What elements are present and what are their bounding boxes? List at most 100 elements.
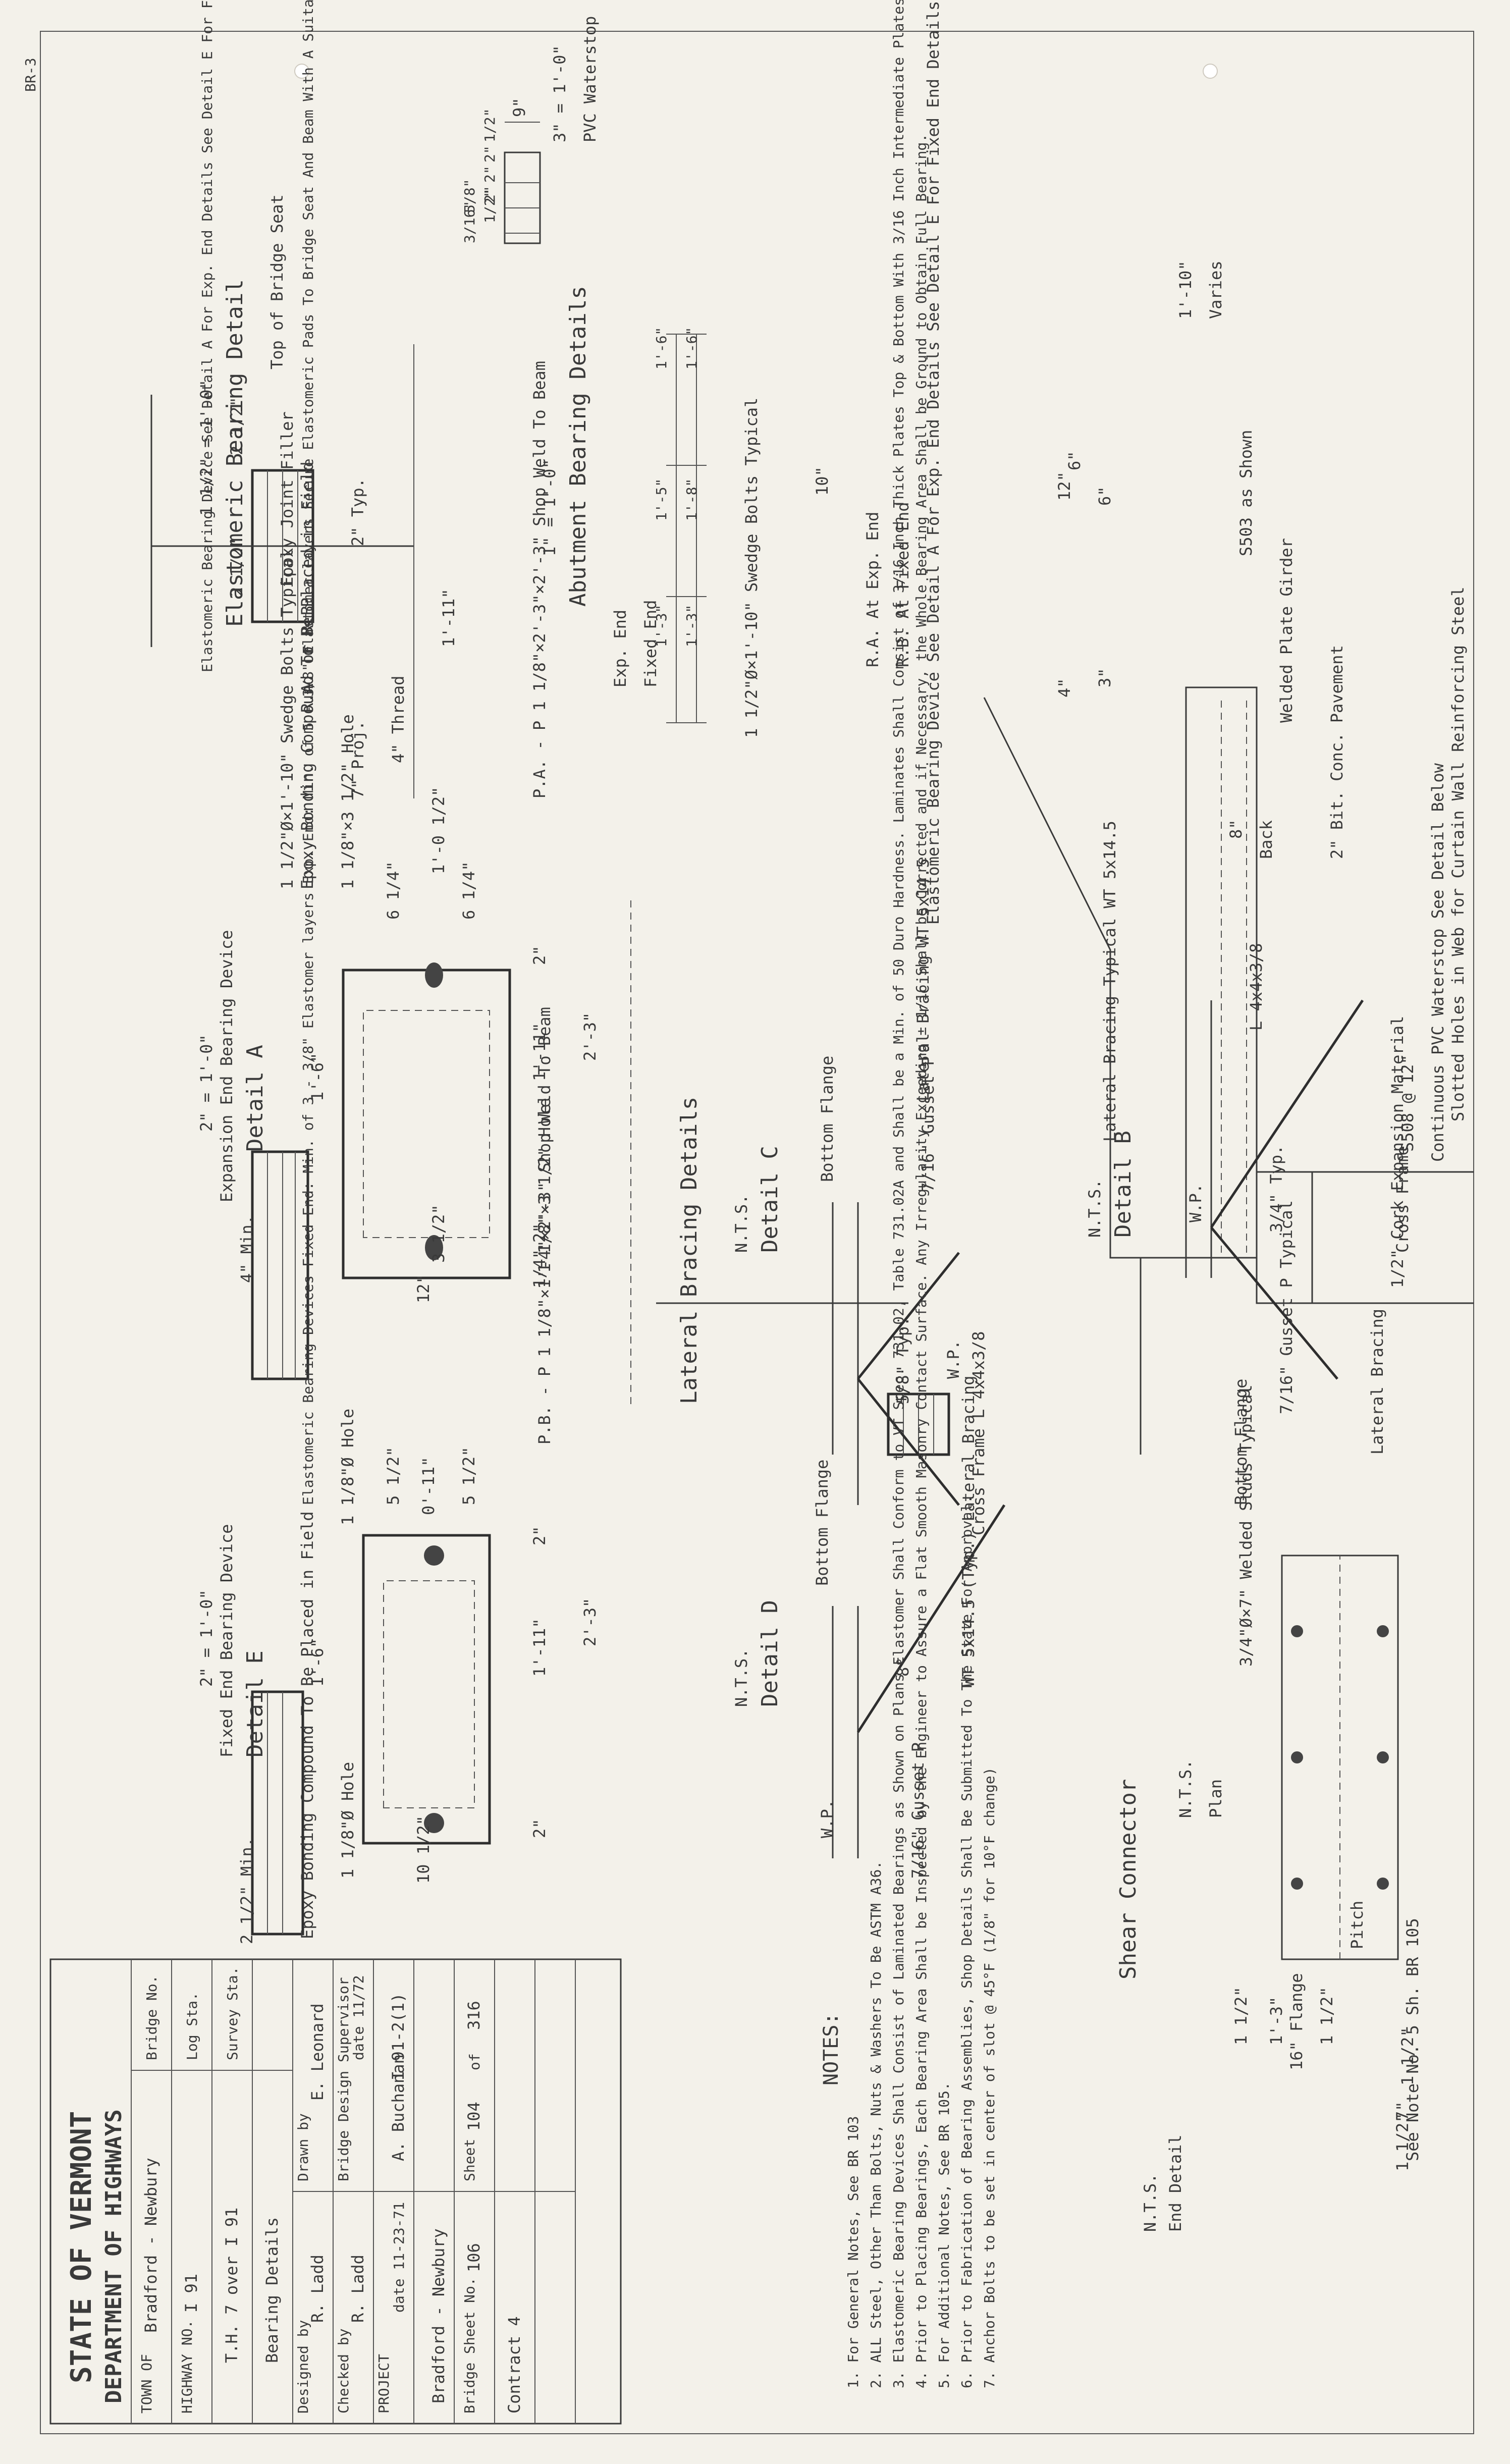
- waterstop-profile: [504, 151, 541, 244]
- tb-project-no: I 91-2(1): [389, 1993, 408, 2080]
- bolt-hole: [424, 1545, 444, 1566]
- abutment-title: Abutment Bearing Details: [565, 286, 591, 607]
- note-4: 4. Prior to Placing Bearings, Each Beari…: [913, 134, 930, 2388]
- detail-a-edge-bot: 2": [530, 1223, 549, 1243]
- waterstop-part-4: 2": [481, 186, 498, 203]
- top-of-seat: Top of Bridge Seat: [267, 194, 287, 369]
- detail-e-length: 2'-3": [580, 1598, 600, 1646]
- abutment-dim-3: 1'-3": [683, 605, 700, 647]
- tb-supervisor-label: Bridge Design Supervisor: [335, 1977, 352, 2181]
- c-bottom: Bottom Flange: [818, 1056, 837, 1182]
- tb-dept: DEPARTMENT OF HIGHWAYS: [101, 2109, 127, 2403]
- corner-mark: BR-3: [22, 58, 39, 92]
- label-s503: S503 as Shown: [1236, 430, 1256, 556]
- bracing-member: [1210, 1226, 1338, 1380]
- waterstop-dim-a: 3/16": [461, 201, 478, 243]
- girder-section: [630, 686, 1474, 1505]
- label-dim-3: 3": [1095, 668, 1114, 687]
- detail-a-length: 2'-3": [580, 1012, 600, 1061]
- detail-a-half-l: 6 1/4": [384, 861, 403, 920]
- punch-hole: [1203, 64, 1218, 79]
- detail-a-plate: [342, 969, 511, 1279]
- tb-highway-label: HIGHWAY NO.: [179, 2320, 195, 2414]
- lat-typ-dim: 3/4" Typ.: [1267, 1145, 1286, 1233]
- curtain-wall: [1256, 1171, 1313, 1304]
- stud: [1291, 1751, 1303, 1763]
- detail-e-min: 2 1/2" Min.: [237, 1837, 256, 1944]
- bearing-elevation: [150, 344, 414, 798]
- lat-typ: Lateral Bracing Typical WT 5x14.5: [1100, 821, 1119, 1142]
- shear-e3: 1 1/2": [1393, 2113, 1412, 2171]
- shear-plan: [1281, 1555, 1399, 1960]
- abutment-dim-5: 1'-5": [653, 478, 670, 521]
- detail-e-hole-top: 1 1/8"Ø Hole: [338, 1409, 357, 1525]
- tb-town: Bradford - Newbury: [141, 2158, 160, 2333]
- detail-e-plate-label: P.B. - P 1 1/8"×1'-4"×2'-3" Shop Weld To…: [535, 1007, 554, 1444]
- c-wp: W.P.: [944, 1340, 963, 1379]
- waterstop-title: PVC Waterstop: [580, 16, 600, 142]
- note-6: 6. Prior to Fabrication of Bearing Assem…: [958, 1495, 975, 2388]
- girder-profile: [983, 697, 1186, 1259]
- shear-plan-scale: N.T.S.: [1176, 1759, 1195, 1818]
- detail-a-inner-len: 1'-11": [530, 1023, 549, 1081]
- title-block-frame: [49, 1958, 622, 2425]
- lat-wp: W.P.: [1186, 1184, 1205, 1222]
- detail-b-title: Detail B: [1110, 1131, 1136, 1238]
- tb-title: Bearing Details: [262, 2217, 282, 2363]
- label-dim-8: 8": [1226, 819, 1246, 839]
- waterstop-part-5: 1/2": [481, 189, 498, 223]
- shear-d2: 1'-3": [1267, 1997, 1286, 2045]
- label-welded-girder: Welded Plate Girder: [1277, 538, 1296, 723]
- shear-title: Shear Connector: [1115, 1779, 1141, 1979]
- tb-date2: date 11-23-71: [391, 2202, 407, 2313]
- detail-c-drawing: [832, 1202, 960, 1506]
- shear-plan-label: Plan: [1206, 1779, 1225, 1818]
- bracing-member: [856, 1504, 1006, 1733]
- detail-a-inner-w: 1'-6": [308, 1053, 327, 1101]
- tb-project: T.H. 7 over I 91: [222, 2208, 241, 2363]
- detail-a-min: 4" Min.: [237, 1215, 256, 1283]
- detail-e-elevation: [251, 1690, 304, 1936]
- shear-e1: 1 1/2": [1398, 2027, 1417, 2085]
- tb-bridge-no: Bridge No.: [143, 1975, 160, 2060]
- detail-a-plate-label: P.A. - P 1 1/8"×2'-3"×2'-3" Shop Weld To…: [530, 361, 549, 798]
- lateral-title: Lateral Bracing Details: [676, 1097, 702, 1404]
- d-gusset: 7/16" Gusset P: [908, 1742, 928, 1879]
- detail-d-drawing: [832, 1504, 1006, 1858]
- note-1: 1. For General Notes, See BR 103: [845, 2116, 861, 2388]
- shear-pitch: Pitch: [1347, 1901, 1367, 1949]
- bearing-title: Elastomeric Bearing Detail: [222, 279, 248, 627]
- detail-e-half-r: 5 1/2": [459, 1447, 478, 1505]
- abutment-dim-6: 1'-3": [653, 605, 670, 647]
- c-cross: Cross Frame L 4x4x3/8: [969, 1331, 988, 1535]
- label-cork: 1/2" Cork Expansion Material: [1388, 1016, 1407, 1288]
- bearing-height: 1'-11": [439, 588, 458, 647]
- detail-e-epoxy: Epoxy Bonding Compound To Be Placed in F…: [298, 1511, 317, 1939]
- detail-a-title: Detail A: [242, 1045, 268, 1152]
- tb-contract: Contract 4: [505, 2316, 524, 2414]
- detail-e-edge-bot: 2": [530, 1818, 549, 1838]
- punch-hole: [294, 64, 309, 79]
- shear-flange: 16" Flange: [1287, 1973, 1306, 2070]
- tb-project-label: PROJECT: [375, 2354, 392, 2414]
- d-wp: W.P.: [818, 1799, 837, 1838]
- label-elastomeric-note: Elastomeric Bearing Device See Detail A …: [924, 1, 943, 925]
- lat-angle: L 4x4x3/8: [1247, 943, 1266, 1031]
- waterstop-dim-b: 5/8": [461, 179, 478, 213]
- d-lateral: WT 5x14.5 (Typ.) Lateral Bracing: [959, 1376, 978, 1687]
- detail-c-nts: N.T.S.: [732, 1194, 751, 1253]
- detail-b-nts: N.T.S.: [1085, 1179, 1104, 1238]
- tb-drawn-label: Drawn by: [295, 2113, 311, 2181]
- tb-town-sig: Bradford - Newbury: [429, 2228, 448, 2403]
- abutment-scale: 1" = 1'-0": [540, 459, 559, 556]
- bracing-member: [1210, 999, 1364, 1228]
- label-slotted-holes: Slotted Holes in Web for Curtain Wall Re…: [1448, 586, 1468, 1121]
- detail-e-hole-bot: 1 1/8"Ø Hole: [338, 1762, 357, 1879]
- tb-highway: I 91: [182, 2274, 201, 2313]
- waterstop-drawing: [504, 122, 541, 244]
- lat-gusset-typ: 7/16" Gusset P Typical: [1277, 1200, 1296, 1414]
- detail-a-scale: 2" = 1'-0": [197, 1034, 216, 1132]
- tb-log-sta: Log Sta.: [184, 1992, 200, 2060]
